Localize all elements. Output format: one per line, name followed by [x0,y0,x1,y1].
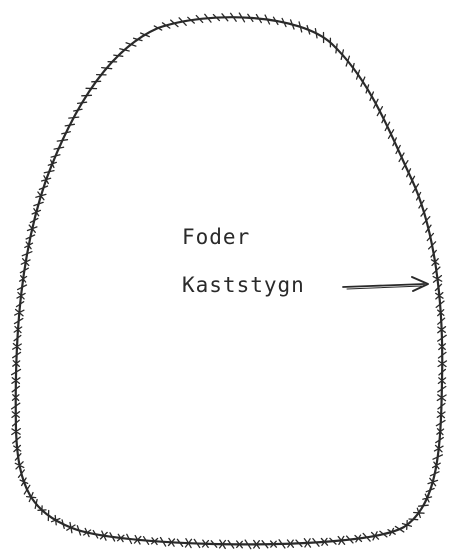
lining-outline [14,16,444,546]
lining-label: Foder [182,225,250,249]
stitch-label: Kaststygn [182,273,305,297]
pointer-arrow [342,276,429,292]
